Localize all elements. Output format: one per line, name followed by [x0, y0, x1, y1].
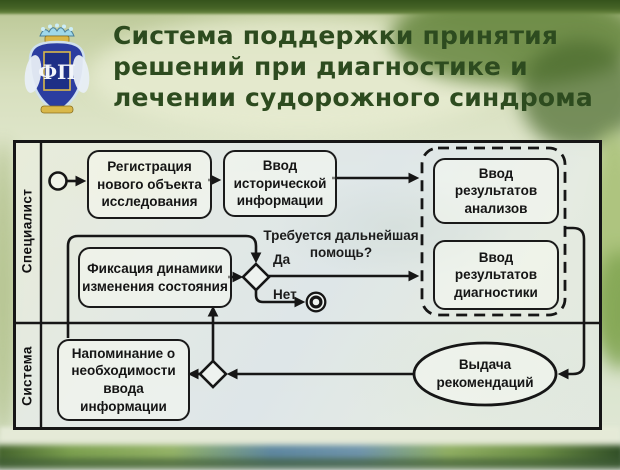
- lane-label-specialist: Специалист: [19, 188, 35, 274]
- decision-diamond-specialist: [241, 262, 271, 292]
- initial-node: [48, 171, 68, 191]
- merge-diamond-system: [198, 359, 228, 389]
- logo-crown-dot: [62, 24, 66, 29]
- logo-graphic: ФП: [24, 23, 90, 114]
- logo-crown-dot: [41, 27, 45, 31]
- recommendations-ellipse: [412, 341, 558, 407]
- activity-box-reminder: Напоминание о необходимости ввода информ…: [57, 339, 190, 421]
- connector-no-to-final: [254, 290, 306, 308]
- dashed-group-container: [420, 146, 567, 317]
- decision-question-label: Требуется дальнейшая помощь?: [263, 228, 419, 260]
- university-emblem-logo: ФП: [16, 22, 98, 124]
- slide-title-line: лечении судорожного синдрома: [113, 83, 593, 112]
- activity-box-diagnostics-results: Ввод результатов диагностики: [433, 240, 559, 310]
- activity-box-history-input: Ввод исторической информации: [223, 150, 337, 217]
- final-node-outer: [305, 291, 327, 313]
- logo-right-supporter: [72, 55, 90, 93]
- slide-title-line: решений при диагностике и: [113, 52, 528, 81]
- lane-label-system: Система: [19, 346, 35, 406]
- slide-title: Система поддержки принятия решений при д…: [113, 20, 608, 113]
- connector-reminder-to-decision: [66, 234, 262, 338]
- activity-box-registration: Регистрация нового объекта исследования: [87, 150, 212, 219]
- background-top-strip: [0, 0, 620, 14]
- logo-crown-dot: [69, 27, 73, 31]
- activity-box-analysis-results: Ввод результатов анализов: [433, 158, 559, 224]
- final-node-inner: [309, 295, 323, 309]
- activity-box-fixation: Фиксация динамики изменения состояния: [78, 247, 232, 308]
- logo-monogram: ФП: [38, 60, 76, 84]
- slide-title-line: Система поддержки принятия: [113, 21, 559, 50]
- decision-yes-label: Да: [273, 252, 291, 267]
- logo-inner-panel: [43, 51, 71, 91]
- logo-crown-dot: [55, 23, 59, 28]
- decision-no-label: Нет: [273, 287, 297, 302]
- background-bottom-pale-band: [0, 427, 620, 449]
- background-leaf-shadow: [520, 40, 620, 150]
- swimlane-frame: [13, 140, 602, 430]
- connector-group-to-recommendations: [557, 226, 586, 380]
- logo-crown-dot: [48, 24, 52, 29]
- recommendations-label: Выдача рекомендаций: [436, 357, 534, 390]
- logo-base-ribbon: [40, 105, 74, 114]
- logo-left-supporter: [24, 55, 42, 93]
- logo-crown-icon: [39, 27, 75, 37]
